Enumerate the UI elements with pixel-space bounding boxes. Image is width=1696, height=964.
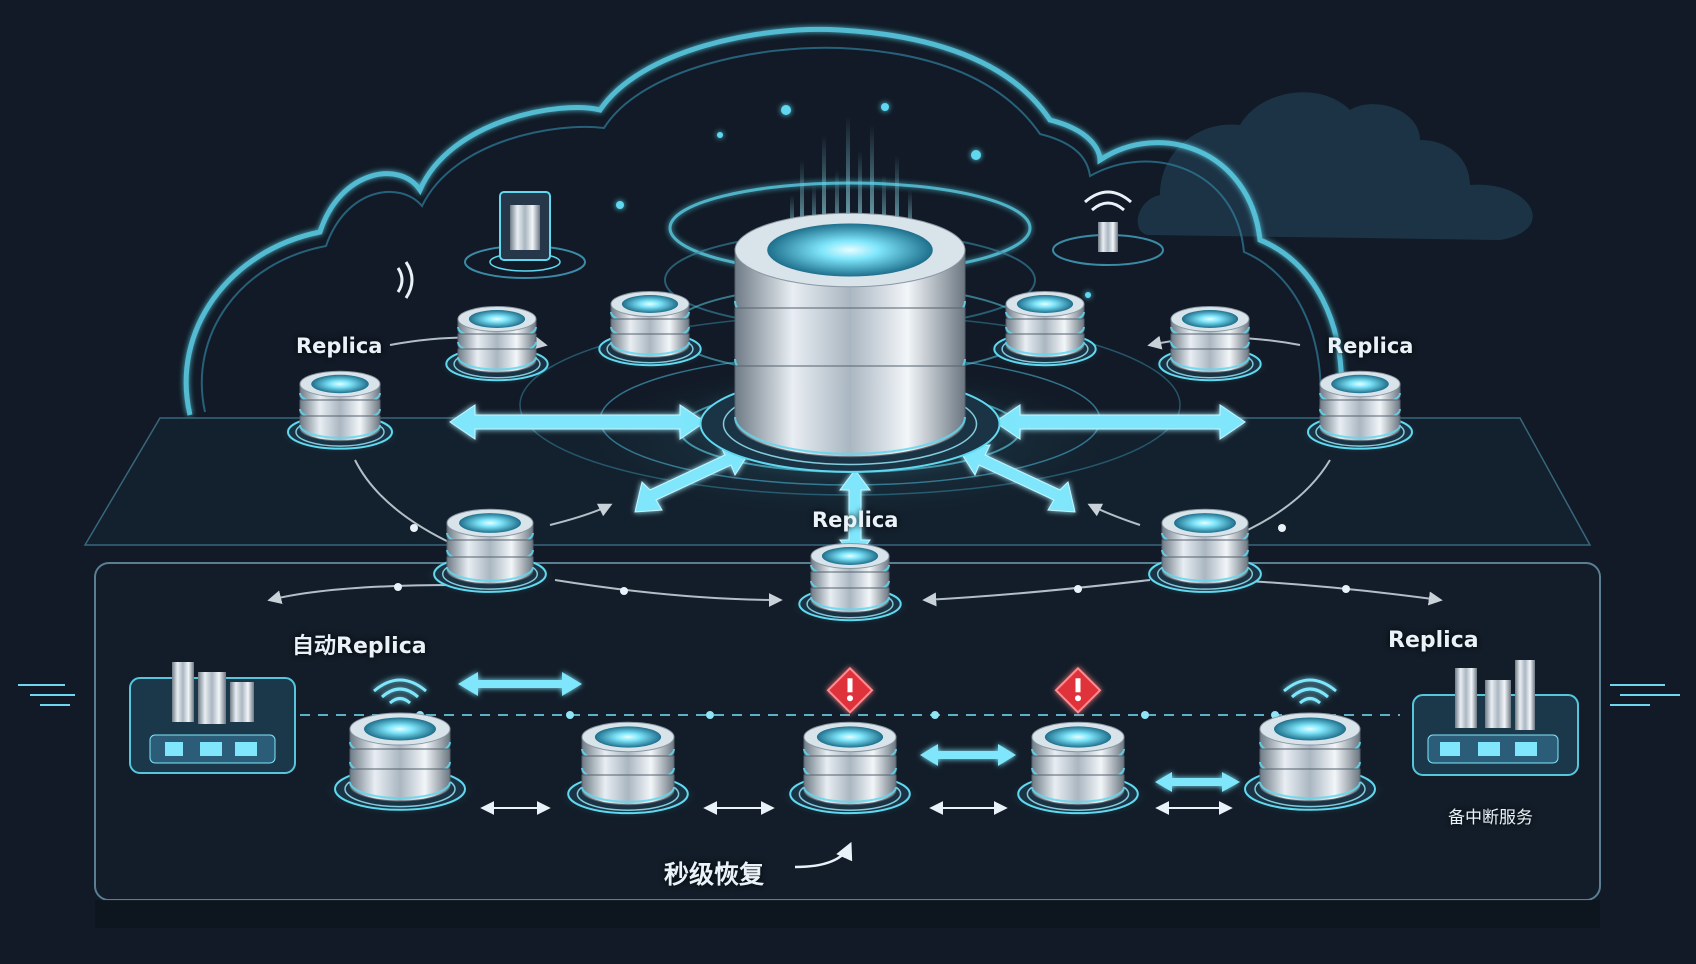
replica-node-lower-5 — [1235, 678, 1385, 815]
label-replica-left: Replica — [296, 334, 383, 358]
replica-node-lower-3-warning — [781, 666, 919, 819]
cloud-outline-icon — [183, 26, 1344, 416]
cloud-inner-outline — [200, 46, 1322, 413]
main-database-stack-icon — [677, 212, 1023, 482]
city-buildings-icon — [129, 662, 296, 774]
label-no-interruption: 备中断服务 — [1448, 808, 1533, 828]
replica-node-mid-right — [1140, 508, 1270, 597]
label-auto-replica: 自动Replica — [292, 634, 427, 659]
server-tower-icon — [464, 191, 586, 279]
background-cloud-icon — [1137, 92, 1533, 240]
label-second-recovery: 秒级恢复 — [664, 860, 765, 889]
warning-diamond-icon — [1054, 666, 1102, 714]
signal-icon — [396, 261, 414, 299]
replica-node-top-left-1 — [438, 306, 556, 385]
wifi-icon — [373, 678, 427, 705]
label-replica-center: Replica — [812, 508, 899, 532]
replica-node-upper-left — [280, 370, 400, 454]
wifi-device-icon — [1052, 190, 1164, 266]
replica-node-mid-left — [425, 508, 555, 597]
warning-diamond-icon — [826, 666, 874, 714]
wifi-icon — [1283, 678, 1337, 705]
replica-node-center — [791, 543, 909, 625]
replica-node-lower-1 — [325, 678, 475, 815]
replica-node-top-right-2 — [1151, 306, 1269, 385]
replica-node-upper-right — [1300, 370, 1420, 454]
label-replica-lower-right: Replica — [1388, 628, 1479, 653]
replica-node-top-left-2 — [591, 291, 709, 370]
city-buildings-icon — [1412, 660, 1579, 776]
replica-node-lower-4-warning — [1009, 666, 1147, 819]
replica-node-lower-2 — [559, 721, 697, 819]
replica-node-top-right-1 — [986, 291, 1104, 370]
label-replica-right: Replica — [1327, 334, 1414, 358]
